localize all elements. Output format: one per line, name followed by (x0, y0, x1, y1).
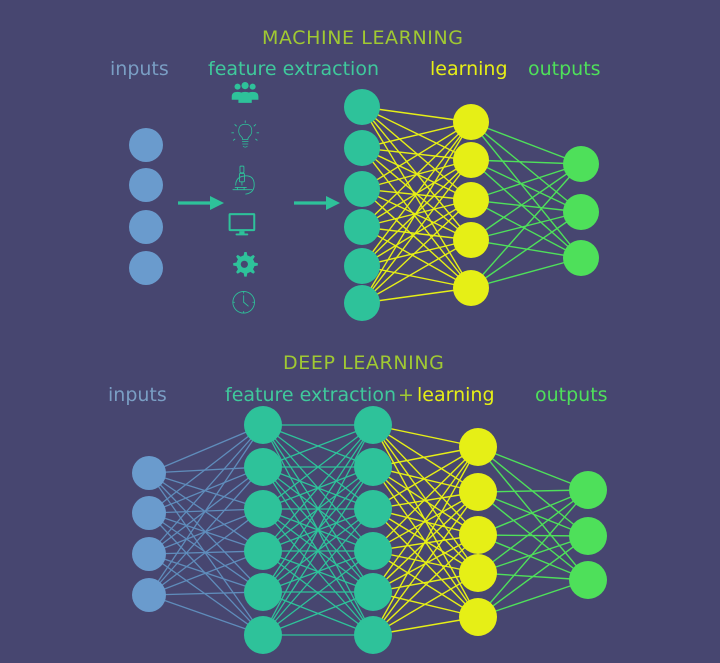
ml-label-learning: learning (430, 58, 508, 80)
dl-output-green-nodes (569, 471, 607, 599)
clock-icon (232, 290, 255, 314)
dl-edges-yellow-to-green (477, 446, 589, 618)
lightbulb-icon (231, 120, 260, 148)
dl-label-inputs: inputs (108, 384, 167, 406)
arrow-features-to-learning (294, 196, 340, 210)
dl-label-outputs: outputs (535, 384, 608, 406)
deep-learning-title: DEEP LEARNING (283, 352, 445, 374)
ml-output-green-nodes (563, 146, 599, 276)
machine-learning-title: MACHINE LEARNING (262, 27, 464, 49)
ml-edges-yellow-to-green (470, 121, 582, 289)
dl-learning-yellow-nodes (459, 428, 497, 636)
monitor-icon (228, 213, 256, 236)
gear-icon (233, 252, 258, 277)
ml-label-outputs: outputs (528, 58, 601, 80)
dl-label-learning: learning (417, 384, 495, 406)
ml-edges-teal-to-yellow (361, 106, 472, 304)
dl-label-plus: + (398, 384, 414, 406)
dl-input-blue-nodes (132, 456, 166, 612)
dl-hidden-teal-nodes-2 (354, 406, 392, 654)
dl-hidden-teal-nodes-1 (244, 406, 282, 654)
dl-edges-input-to-teal1 (148, 424, 264, 636)
arrow-inputs-to-features (178, 196, 224, 210)
ml-label-inputs: inputs (110, 58, 169, 80)
dl-label-feature-extraction: feature extraction (225, 384, 396, 406)
dl-edges-teal1-to-teal2 (262, 424, 374, 636)
ml-hidden-teal-nodes (344, 89, 380, 321)
ml-label-feature-extraction: feature extraction (208, 58, 379, 80)
ml-learning-yellow-nodes (453, 104, 489, 306)
ml-input-nodes (129, 128, 163, 285)
microscope-icon (232, 165, 255, 195)
people-group-icon (231, 82, 259, 103)
